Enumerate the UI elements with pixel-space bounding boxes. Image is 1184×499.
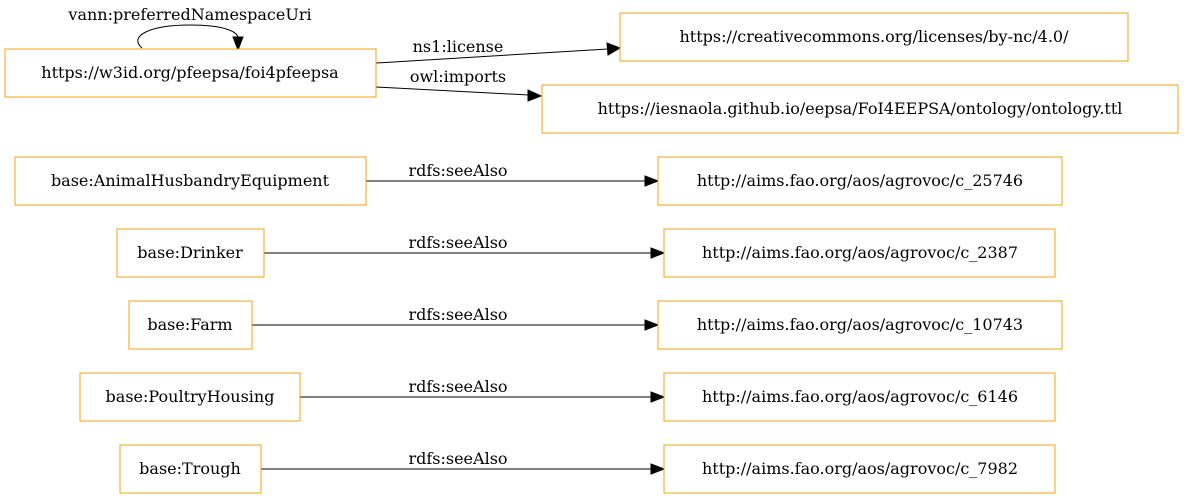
arrowhead: [644, 319, 660, 331]
node-agrovoc-7982[interactable]: http://aims.fao.org/aos/agrovoc/c_7982: [663, 444, 1056, 494]
node-box: [619, 12, 1129, 62]
node-box: [663, 372, 1056, 422]
arrowhead: [650, 463, 666, 475]
edge-see-also-poultry-housing: rdfs:seeAlso: [300, 377, 666, 403]
node-box: [4, 48, 377, 98]
node-trough[interactable]: base:Trough: [119, 444, 262, 494]
node-label: http://aims.fao.org/aos/agrovoc/c_10743: [697, 315, 1023, 334]
edge-label: ns1:license: [413, 37, 504, 56]
node-box: [116, 228, 265, 278]
node-animal-husbandry-equipment[interactable]: base:AnimalHusbandryEquipment: [14, 156, 367, 206]
node-ontology[interactable]: https://w3id.org/pfeepsa/foi4pfeepsa: [4, 48, 377, 98]
edge-label: owl:imports: [410, 67, 506, 86]
edge-label: rdfs:seeAlso: [408, 449, 507, 468]
edge-see-also-animal-husbandry: rdfs:seeAlso: [366, 161, 660, 187]
edge-see-also-drinker: rdfs:seeAlso: [264, 233, 666, 259]
arrowhead: [644, 175, 660, 187]
edge-line: [137, 24, 239, 49]
edge-license: ns1:license: [375, 37, 622, 64]
node-label: base:PoultryHousing: [106, 387, 275, 406]
node-agrovoc-25746[interactable]: http://aims.fao.org/aos/agrovoc/c_25746: [657, 156, 1063, 206]
node-box: [657, 300, 1063, 350]
edge-label: rdfs:seeAlso: [408, 377, 507, 396]
edge-imports: owl:imports: [375, 67, 543, 102]
node-farm[interactable]: base:Farm: [128, 300, 253, 350]
node-label: http://aims.fao.org/aos/agrovoc/c_2387: [702, 243, 1018, 262]
node-label: https://iesnaola.github.io/eepsa/FoI4EEP…: [598, 99, 1123, 118]
node-license[interactable]: https://creativecommons.org/licenses/by-…: [619, 12, 1129, 62]
edge-preferred-namespace: vann:preferredNamespaceUri: [67, 5, 312, 52]
node-label: http://aims.fao.org/aos/agrovoc/c_6146: [702, 387, 1018, 406]
arrowhead: [232, 36, 244, 52]
node-box: [119, 444, 262, 494]
node-agrovoc-6146[interactable]: http://aims.fao.org/aos/agrovoc/c_6146: [663, 372, 1056, 422]
node-label: http://aims.fao.org/aos/agrovoc/c_25746: [697, 171, 1023, 190]
node-drinker[interactable]: base:Drinker: [116, 228, 265, 278]
node-agrovoc-10743[interactable]: http://aims.fao.org/aos/agrovoc/c_10743: [657, 300, 1063, 350]
edge-label: rdfs:seeAlso: [408, 305, 507, 324]
node-box: [79, 372, 301, 422]
node-agrovoc-2387[interactable]: http://aims.fao.org/aos/agrovoc/c_2387: [663, 228, 1056, 278]
node-label: https://creativecommons.org/licenses/by-…: [680, 27, 1070, 46]
node-box: [541, 84, 1179, 134]
node-label: base:AnimalHusbandryEquipment: [51, 171, 330, 190]
edge-line: [375, 86, 530, 96]
arrowhead: [650, 391, 666, 403]
node-poultry-housing[interactable]: base:PoultryHousing: [79, 372, 301, 422]
arrowhead: [527, 89, 543, 102]
node-label: base:Drinker: [137, 243, 243, 262]
node-label: https://w3id.org/pfeepsa/foi4pfeepsa: [41, 63, 339, 82]
node-label: http://aims.fao.org/aos/agrovoc/c_7982: [702, 459, 1018, 478]
edge-see-also-trough: rdfs:seeAlso: [261, 449, 666, 475]
edge-label: rdfs:seeAlso: [408, 161, 507, 180]
node-label: base:Farm: [147, 315, 232, 334]
node-box: [657, 156, 1063, 206]
node-label: base:Trough: [139, 459, 241, 478]
arrowhead: [606, 42, 622, 56]
edge-line: [375, 48, 609, 64]
node-box: [663, 444, 1056, 494]
node-box: [663, 228, 1056, 278]
arrowhead: [650, 247, 666, 259]
node-imports[interactable]: https://iesnaola.github.io/eepsa/FoI4EEP…: [541, 84, 1179, 134]
edge-label: vann:preferredNamespaceUri: [67, 5, 311, 24]
edge-label: rdfs:seeAlso: [408, 233, 507, 252]
node-box: [128, 300, 253, 350]
node-box: [14, 156, 367, 206]
edge-see-also-farm: rdfs:seeAlso: [252, 305, 660, 331]
